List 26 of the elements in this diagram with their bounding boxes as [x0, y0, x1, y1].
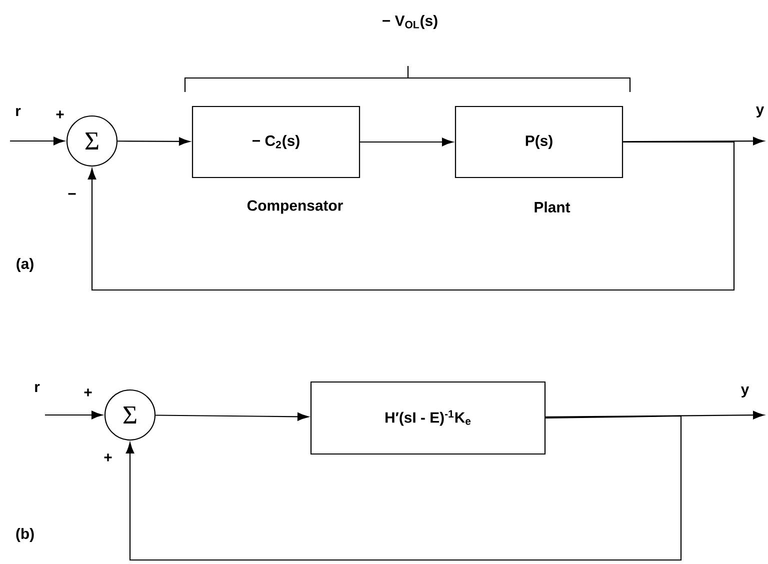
arrow: [10, 136, 65, 146]
arrow: [546, 410, 764, 420]
arrow: [126, 415, 682, 561]
sign-label: +: [104, 454, 112, 462]
arrow: [156, 412, 309, 421]
bracket-label: − V$_{OL}$(s): [382, 15, 438, 29]
sign-label: +: [56, 110, 64, 118]
arrow: [360, 138, 454, 146]
arrow: [118, 137, 190, 146]
signal-label: y: [756, 106, 764, 118]
arrow: [623, 136, 764, 146]
arrow: [45, 410, 103, 420]
panel-label: (b): [16, 528, 34, 542]
panel-label: (a): [16, 258, 34, 272]
signal-label: r: [16, 108, 21, 116]
arrow: [88, 141, 735, 291]
sign-label: −: [68, 193, 76, 195]
block-box: H′(sI - E)$^{-1}$K$_{e}$: [310, 381, 546, 455]
block-caption: Plant: [534, 202, 570, 212]
block-caption: Compensator: [247, 200, 343, 214]
summing-junction: Σ: [104, 389, 156, 441]
signal-label: y: [740, 386, 750, 398]
block-box: P(s): [454, 106, 624, 178]
signal-label: r: [35, 384, 40, 392]
summing-junction: Σ: [66, 115, 118, 167]
block-box: − C$_{2}$(s): [192, 106, 360, 178]
